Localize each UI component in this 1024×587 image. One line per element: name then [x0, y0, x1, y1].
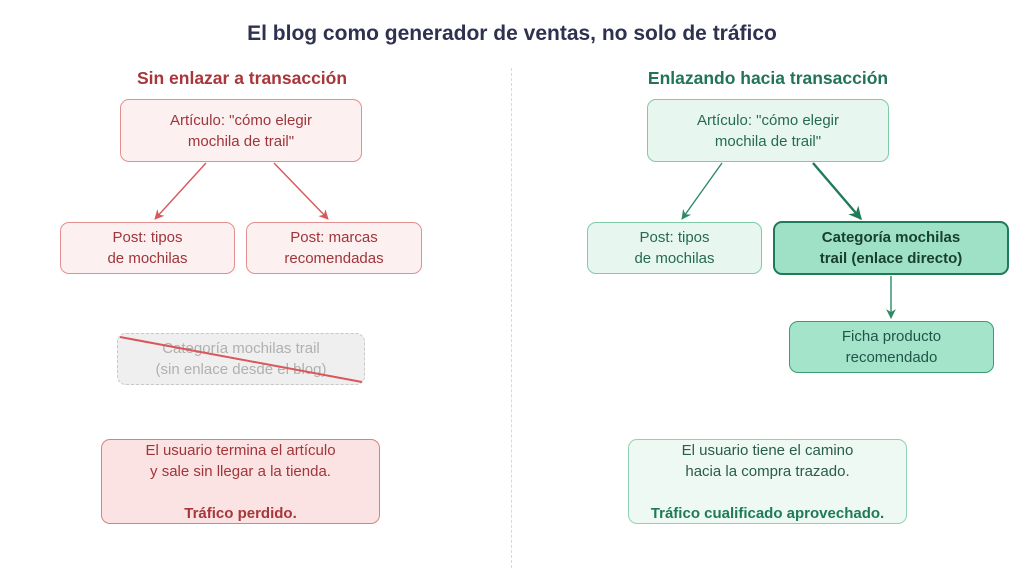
right-outcome-bold: Tráfico cualificado aprovechado. — [650, 504, 885, 522]
left-post-types-box: Post: tipos de mochilas — [60, 222, 235, 274]
right-article-box: Artículo: "cómo elegir mochila de trail" — [647, 99, 889, 162]
left-outcome-bold: Tráfico perdido. — [184, 504, 297, 522]
left-column-heading: Sin enlazar a transacción — [136, 68, 348, 88]
left-post-types-label: Post: tipos de mochilas — [107, 229, 188, 267]
left-outcome-box: El usuario termina el artículo y sale si… — [101, 439, 380, 524]
left-category-label: Categoría mochilas trail (sin enlace des… — [155, 340, 327, 378]
arrow-right-article-to-category — [812, 162, 862, 221]
right-outcome-box: El usuario tiene el camino hacia la comp… — [628, 439, 907, 524]
right-article-label: Artículo: "cómo elegir mochila de trail" — [696, 111, 840, 150]
left-category-box-disabled: Categoría mochilas trail (sin enlace des… — [117, 333, 365, 385]
arrow-right-article-to-types — [681, 162, 723, 220]
right-category-label: Categoría mochilas trail (enlace directo… — [819, 229, 963, 267]
right-post-types-box: Post: tipos de mochilas — [587, 222, 762, 274]
right-post-types-label: Post: tipos de mochilas — [634, 229, 715, 267]
right-column-heading: Enlazando hacia transacción — [647, 68, 889, 88]
right-product-label: Ficha producto recomendado — [841, 328, 942, 366]
right-category-box: Categoría mochilas trail (enlace directo… — [773, 221, 1009, 275]
left-article-label: Artículo: "cómo elegir mochila de trail" — [169, 111, 313, 150]
left-outcome-text: El usuario termina el artículo y sale si… — [145, 441, 336, 480]
left-article-box: Artículo: "cómo elegir mochila de trail" — [120, 99, 362, 162]
right-outcome-text: El usuario tiene el camino hacia la comp… — [681, 441, 854, 480]
left-post-brands-box: Post: marcas recomendadas — [246, 222, 422, 274]
arrow-left-article-to-brands — [273, 162, 329, 220]
left-post-brands-label: Post: marcas recomendadas — [284, 229, 384, 267]
right-product-box: Ficha producto recomendado — [789, 321, 994, 373]
column-divider — [511, 68, 512, 568]
diagram-title: El blog como generador de ventas, no sol… — [247, 22, 777, 45]
arrow-left-article-to-types — [154, 162, 207, 220]
